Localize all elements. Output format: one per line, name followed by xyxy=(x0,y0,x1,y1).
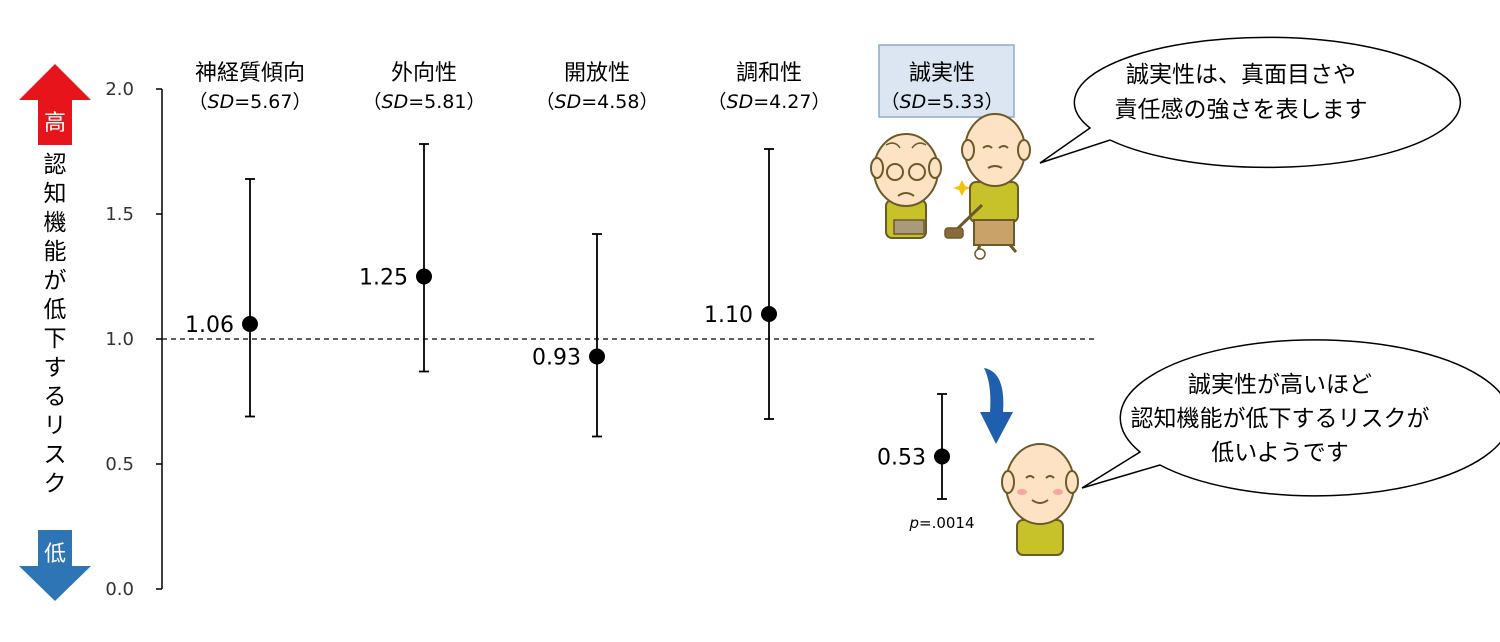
data-point xyxy=(934,448,950,465)
highlight-box xyxy=(878,44,1015,118)
category-label: 外向性 xyxy=(391,61,457,86)
high-label: 高 xyxy=(44,111,66,136)
value-label: 0.53 xyxy=(877,446,926,471)
y-axis-label-char: 能 xyxy=(44,239,67,265)
bubble-bottom-shape xyxy=(1081,339,1500,497)
bubble-top-line-1: 誠実性は、真面目さや xyxy=(1126,62,1356,88)
sd-label: （SD=4.27） xyxy=(708,91,831,113)
y-axis-label-char: 機 xyxy=(44,210,67,236)
y-axis-label-char: ス xyxy=(44,442,67,468)
category-label: 調和性 xyxy=(736,61,802,86)
category-label: 神経質傾向 xyxy=(195,61,305,86)
value-label: 1.06 xyxy=(185,313,234,338)
y-axis-ticks: 0.0 0.5 1.0 1.5 2.0 xyxy=(105,79,162,600)
y-tick-label: 0.0 xyxy=(105,579,134,600)
y-axis-label: 認知機能が低下するリスク xyxy=(44,152,67,497)
bubble-bottom-line-1: 誠実性が高いほど xyxy=(1188,372,1372,398)
y-axis-label-char: る xyxy=(44,384,67,410)
elderly-man-smiling-icon xyxy=(1001,443,1079,556)
y-tick-label: 2.0 xyxy=(105,79,134,100)
sparkle-icon xyxy=(953,180,971,196)
category-label: 誠実性 xyxy=(909,61,975,86)
down-arrow-body xyxy=(980,368,1013,444)
sd-label: （SD=5.33） xyxy=(881,91,1004,113)
sd-label: （SD=5.81） xyxy=(363,91,486,113)
value-label: 0.93 xyxy=(532,346,581,371)
y-tick-label: 0.5 xyxy=(105,454,134,475)
bubble-bottom-line-3: 低いようです xyxy=(1211,440,1349,466)
low-arrow-icon xyxy=(19,530,91,601)
y-axis-label-char: ク xyxy=(44,471,67,497)
y-axis-label-char: 認 xyxy=(44,152,67,178)
low-label: 低 xyxy=(44,542,66,567)
speech-bubble-top: 誠実性は、真面目さや 責任感の強さを表します xyxy=(1039,36,1462,169)
p-value-label: p=.0014 xyxy=(908,514,974,532)
category-label: 開放性 xyxy=(564,61,630,86)
elderly-man-glasses-icon xyxy=(870,133,942,239)
y-axis-label-char: 低 xyxy=(44,297,67,323)
y-axis-label-char: 下 xyxy=(44,326,67,352)
data-point xyxy=(416,268,432,285)
data-point xyxy=(242,316,258,332)
bubble-top-line-2: 責任感の強さを表します xyxy=(1115,97,1368,123)
y-tick-label: 1.5 xyxy=(105,204,134,225)
sd-label: （SD=5.67） xyxy=(189,91,312,113)
p-label: p xyxy=(908,514,919,532)
value-label: 1.10 xyxy=(704,303,753,328)
category-headers: 神経質傾向 （SD=5.67） 外向性 （SD=5.81） 開放性 （SD=4.58） 調和… xyxy=(189,61,1004,113)
value-label: 1.25 xyxy=(359,266,408,291)
p-number: =.0014 xyxy=(919,514,975,532)
high-risk-arrow: 高 xyxy=(19,64,91,145)
elderly-man-gateball-icon xyxy=(944,113,1031,260)
data-point xyxy=(589,348,605,365)
y-axis-label-char: リ xyxy=(44,413,67,439)
speech-bubble-bottom: 誠実性が高いほど 認知機能が低下するリスクが 低いようです xyxy=(1081,339,1500,497)
bubble-top-shape xyxy=(1039,36,1462,169)
y-axis-label-char: す xyxy=(44,355,67,381)
down-arrow-icon xyxy=(980,368,1013,444)
low-risk-arrow: 低 xyxy=(19,530,91,601)
sd-label: （SD=4.58） xyxy=(536,91,659,113)
y-axis-label-char: 知 xyxy=(44,181,67,207)
y-axis-label-char: が xyxy=(44,268,67,294)
data-point xyxy=(761,306,777,322)
bubble-bottom-line-2: 認知機能が低下するリスクが xyxy=(1131,406,1430,432)
y-tick-label: 1.0 xyxy=(105,329,134,350)
data-marks: 1.06 1.25 0.93 1.10 0.53 xyxy=(185,143,950,500)
high-arrow-icon xyxy=(19,64,91,145)
